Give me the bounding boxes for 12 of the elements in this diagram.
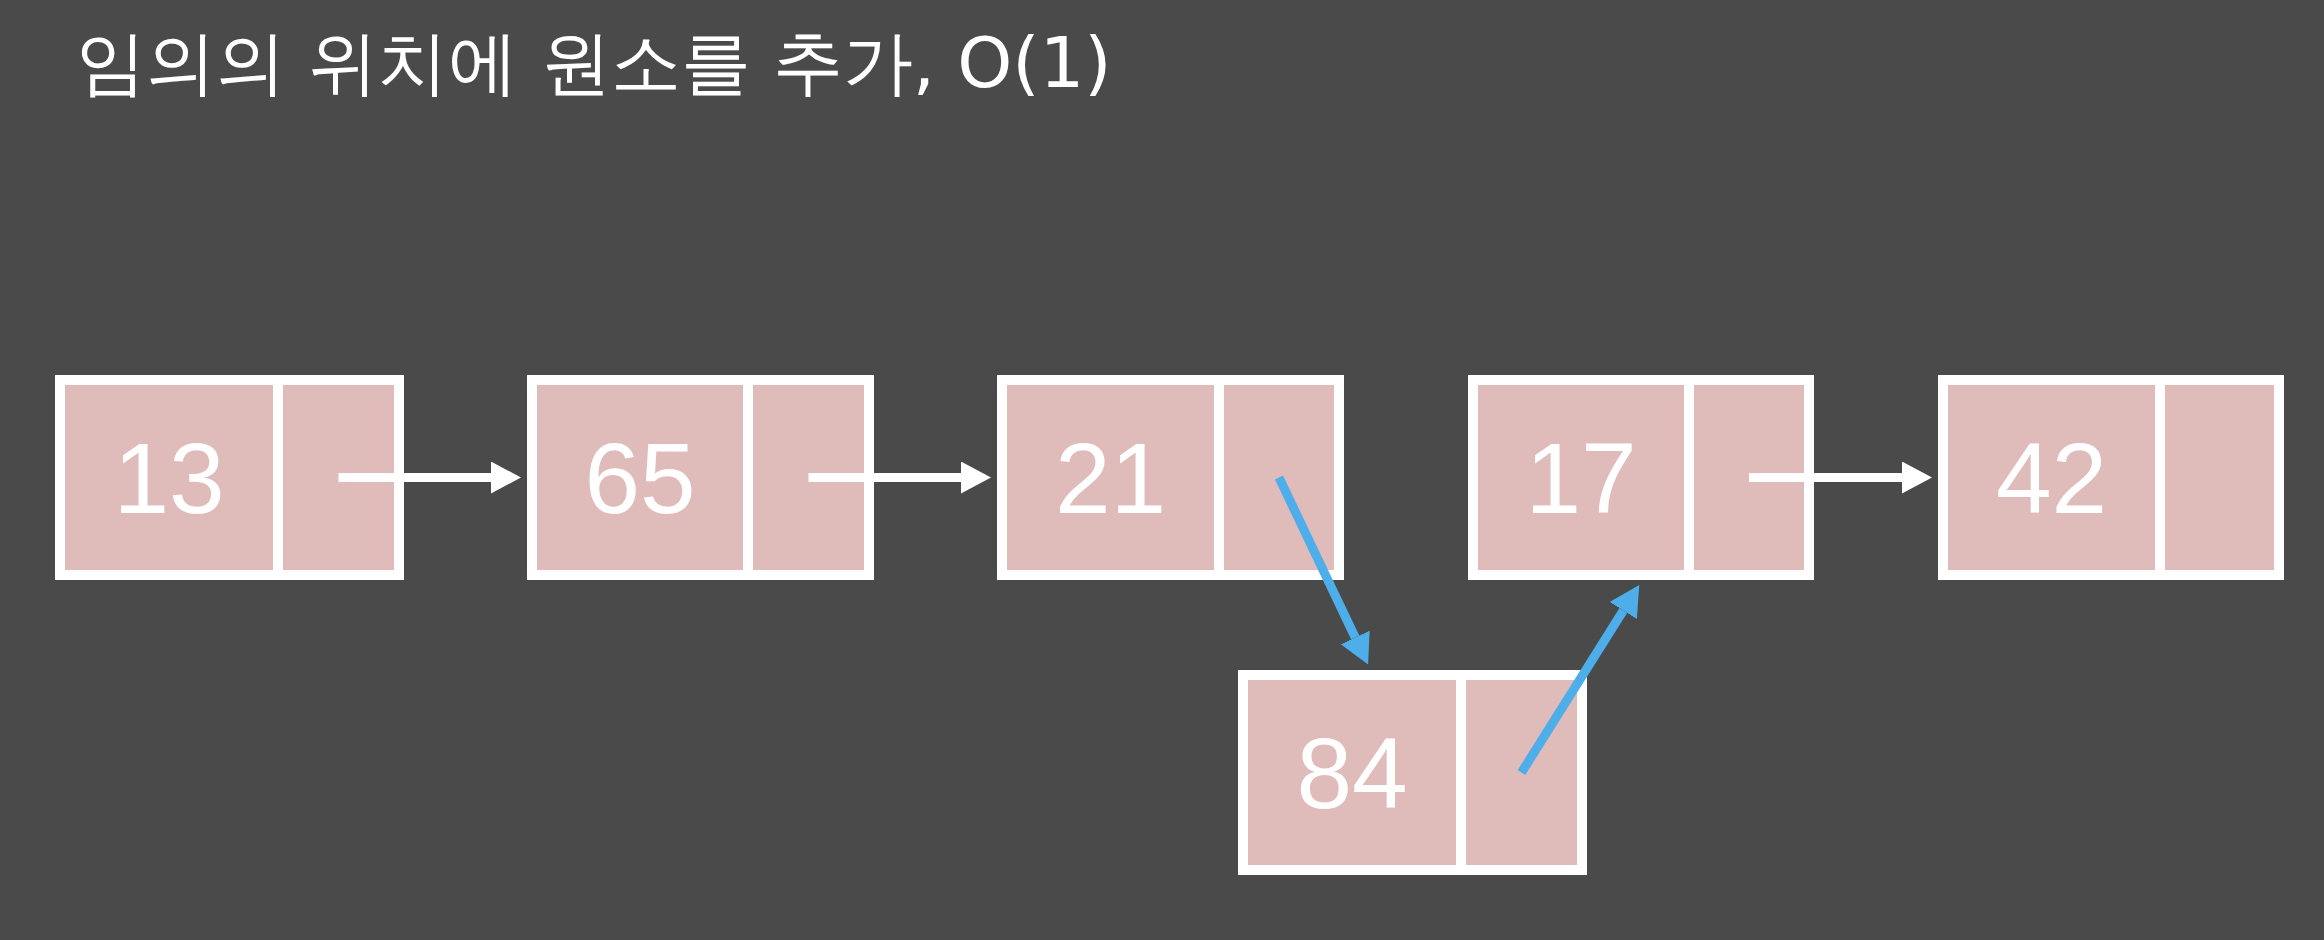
node-value: 65 — [584, 427, 696, 528]
arrow — [1274, 475, 1370, 665]
arrow — [808, 461, 991, 494]
arrow — [1517, 585, 1640, 775]
arrow — [338, 461, 521, 494]
arrow — [1749, 461, 1932, 494]
node-value: 13 — [113, 427, 225, 528]
node-value: 84 — [1296, 722, 1408, 823]
node-value: 42 — [1995, 427, 2108, 528]
node-value: 17 — [1525, 427, 1637, 528]
title: 임의의 위치에 원소를 추가, O(1) — [76, 21, 1112, 106]
node-value: 21 — [1054, 427, 1167, 528]
